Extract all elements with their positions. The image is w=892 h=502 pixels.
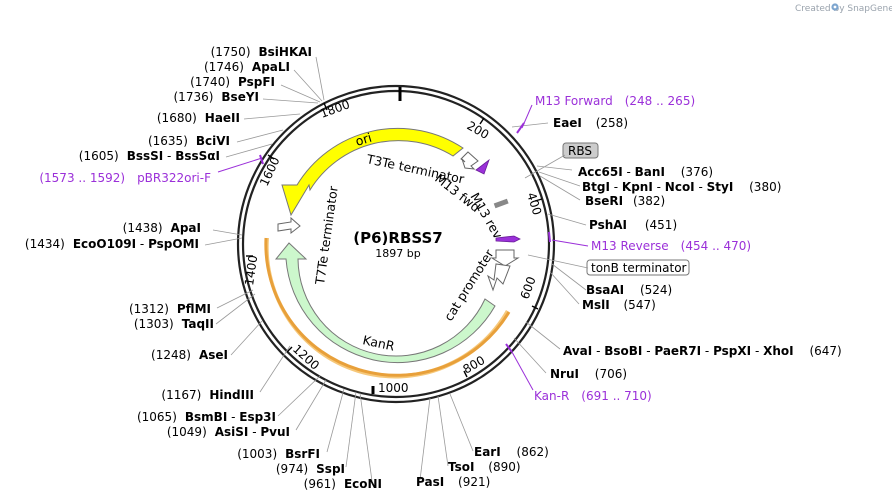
site-econi: (961)EcoNI xyxy=(304,477,382,491)
rbs-feature-block xyxy=(493,198,509,209)
site-taqii: (1303)TaqII xyxy=(134,317,214,331)
site-bseri: BseRI (382) xyxy=(585,194,665,208)
tonb-terminator-arrow xyxy=(490,249,520,267)
tonb-label: tonB terminator xyxy=(591,261,687,275)
rbs-box xyxy=(562,142,599,159)
right-leader-lines xyxy=(419,122,587,481)
tick-label: 600 xyxy=(518,275,539,301)
tick-marks xyxy=(246,102,543,394)
tick-label: 1000 xyxy=(378,381,409,395)
ori-feature xyxy=(281,127,464,217)
plasmid-size: 1897 bp xyxy=(375,247,420,260)
primer-m13-forward: M13 Forward(248 .. 265) xyxy=(535,94,695,108)
site-bseyi: (1736)BseYI xyxy=(174,90,260,104)
site-bsaai: BsaAI (524) xyxy=(586,283,672,297)
site-pshai: PshAI (451) xyxy=(589,218,677,232)
site-sspi: (974)SspI xyxy=(276,462,345,476)
site-pflmi: (1312)PflMI xyxy=(129,302,211,316)
plasmid-name: (P6)RBSS7 xyxy=(353,229,443,247)
site-apali: (1746)ApaLI xyxy=(204,60,290,74)
site-msli: MslI (547) xyxy=(582,298,656,312)
ori-label: ori xyxy=(353,130,373,149)
tonb-leader-line xyxy=(527,254,589,269)
primer-kan-r: Kan-R(691 .. 710) xyxy=(534,389,652,403)
cat-promoter-arrow xyxy=(487,263,511,292)
m13-rev-primer-arrow xyxy=(495,235,521,243)
t7te-terminator-arrow xyxy=(277,216,301,235)
site-asei: (1248)AseI xyxy=(151,348,228,362)
kanr-feature xyxy=(274,242,496,364)
site-eaei: EaeI (258) xyxy=(553,116,628,130)
site-btgi: BtgI - KpnI - NcoI - StyI (380) xyxy=(582,180,781,194)
tick-label: 1800 xyxy=(318,97,351,121)
site-pspfi: (1740)PspFI xyxy=(190,75,275,89)
kanr-highlight-line xyxy=(264,237,511,377)
site-bsrfi: (1003)BsrFI xyxy=(237,447,320,461)
site-bsihkai: (1750)BsiHKAI xyxy=(211,45,312,59)
tick-label: 400 xyxy=(524,191,544,217)
snapgene-logo-icon xyxy=(831,3,839,11)
site-bsssi: (1605)BssSI - BssSαI xyxy=(79,149,220,163)
site-hindiii: (1167)HindIII xyxy=(161,388,254,402)
rbs-label: RBS xyxy=(568,144,592,158)
backbone-inner-ring xyxy=(241,89,551,399)
left-leader-lines xyxy=(204,56,373,482)
backbone-outer-ring xyxy=(236,84,556,404)
primer-pbr322ori-f: (1573 .. 1592)pBR322ori-F xyxy=(39,171,211,185)
site-bcivi: (1635)BciVI xyxy=(148,134,230,148)
site-nrui: NruI (706) xyxy=(550,367,627,381)
site-bsmbi: (1065)BsmBI - Esp3I xyxy=(137,410,276,424)
site-avai: AvaI - BsoBI - PaeR7I - PspXI - XhoI (64… xyxy=(563,344,842,358)
site-tsoi: TsoI (890) xyxy=(448,460,521,474)
rbs-leader-line xyxy=(524,154,566,179)
tick-label: 1400 xyxy=(242,254,260,286)
site-asisi: (1049)AsiSI - PvuI xyxy=(167,425,290,439)
m13-fwd-primer-arrow xyxy=(475,158,490,175)
site-haeii: (1680)HaeII xyxy=(157,111,240,125)
kanr-label: KanR xyxy=(361,332,396,353)
primer-m13-reverse: M13 Reverse(454 .. 470) xyxy=(591,239,751,253)
site-acc65i: Acc65I - BanI (376) xyxy=(578,165,713,179)
m13-rev-label: M13 rev xyxy=(467,190,506,242)
primer-markers xyxy=(217,104,589,391)
site-eari: EarI (862) xyxy=(474,445,549,459)
site-pasi: PasI (921) xyxy=(416,475,490,489)
site-apai: (1438)ApaI xyxy=(123,221,201,235)
site-ecoo109i: (1434)EcoO109I - PspOMI xyxy=(25,237,199,251)
t3te-terminator-arrow xyxy=(460,151,479,170)
watermark-text: Created by SnapGene xyxy=(795,4,892,14)
t7te-terminator-label: T7Te terminator xyxy=(312,184,341,286)
